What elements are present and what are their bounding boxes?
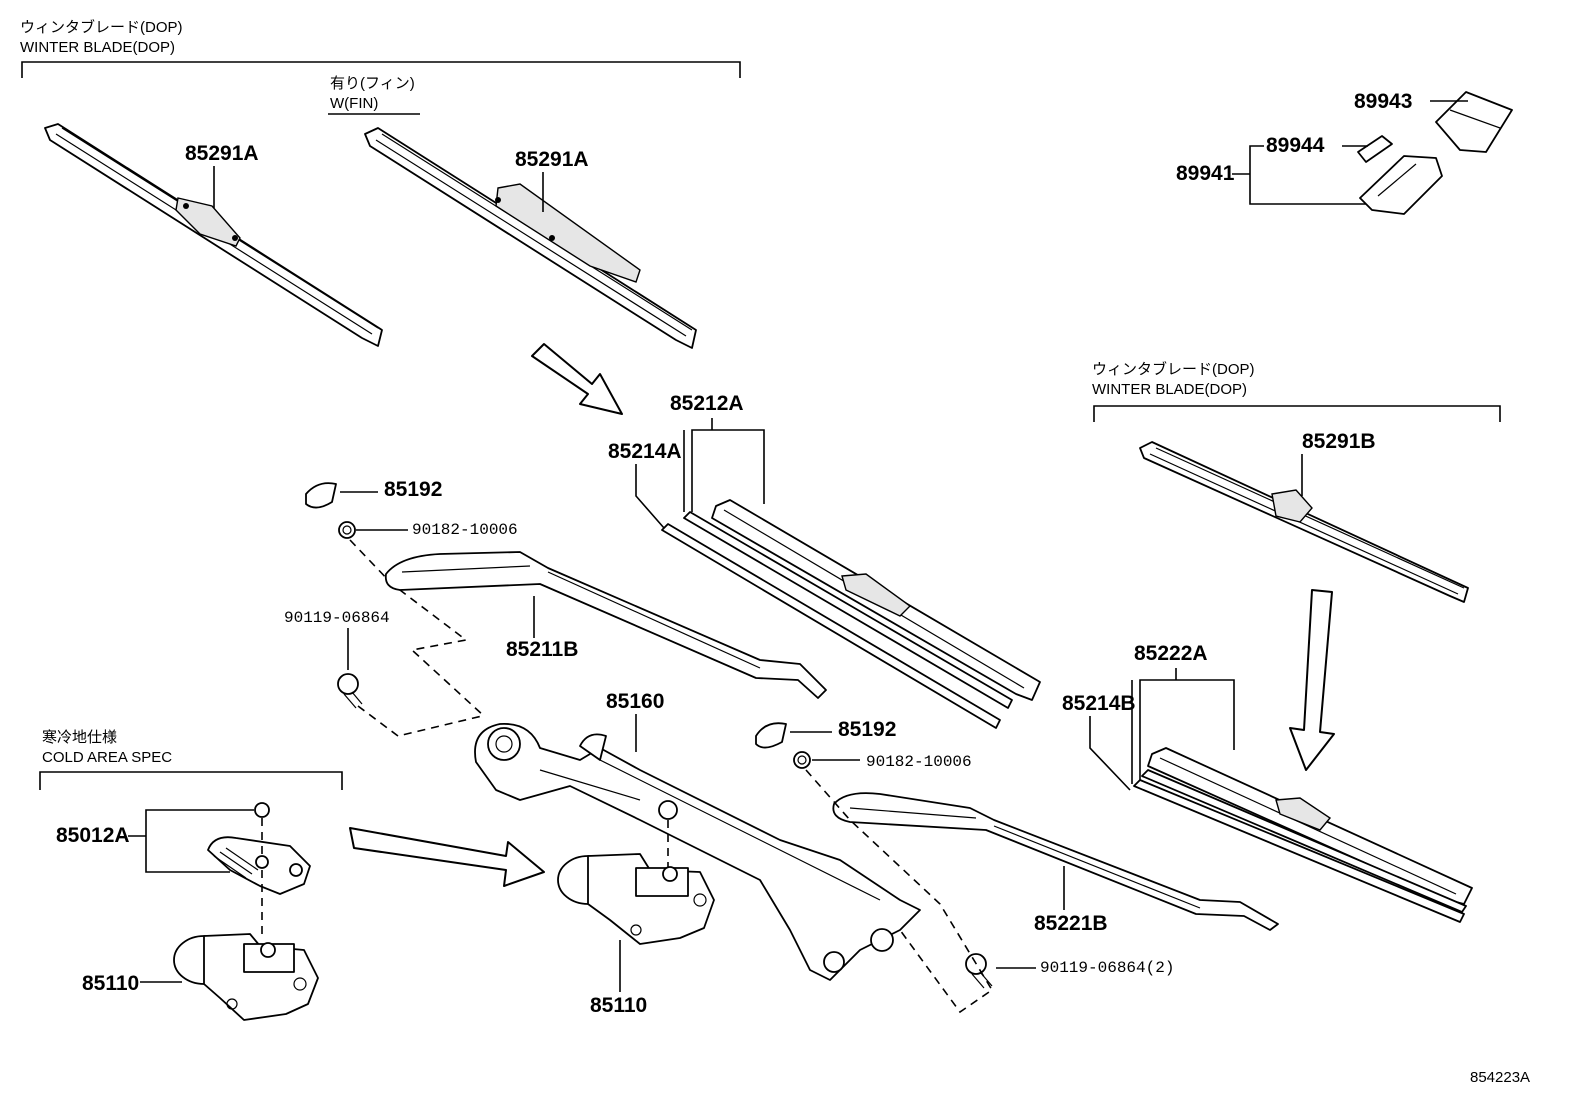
label-adapter-cover: 89943	[1354, 90, 1412, 113]
front-blade-left	[661, 499, 1041, 729]
label-motor-main: 85110	[590, 994, 647, 1017]
arrow-icon	[349, 827, 545, 887]
label-blade-front-right: 85222A	[1134, 642, 1208, 665]
bracket-adapter-set	[1249, 145, 1366, 205]
label-refill-right: 85214B	[1062, 692, 1136, 715]
label-link-assy: 85160	[606, 690, 664, 713]
dash-assembly-right-a	[805, 769, 994, 1014]
label-adapter-pad: 89944	[1266, 134, 1325, 157]
cap-left	[305, 482, 337, 509]
winter-blade-right-en: WINTER BLADE(DOP)	[1092, 381, 1247, 398]
with-fin-en: W(FIN)	[330, 95, 378, 112]
bracket-blade-front-left	[691, 429, 765, 512]
cold-area-jp: 寒冷地仕様	[42, 728, 117, 746]
label-arm-left: 85211B	[506, 638, 578, 661]
cold-area-bracket	[39, 771, 343, 790]
label-adapter-set: 89941	[1176, 162, 1235, 185]
arrow-icon	[1289, 589, 1335, 771]
label-nut-right: 90182-10006	[866, 753, 972, 771]
label-blade-winter-left: 85291A	[185, 142, 259, 165]
winter-blade-left	[44, 123, 383, 347]
winter-blade-right	[1139, 441, 1469, 603]
front-blade-right	[1133, 747, 1473, 923]
cold-bracket	[207, 836, 311, 895]
nut-left	[338, 521, 356, 539]
winter-blade-right-group: ウィンタブレード(DOP) WINTER BLADE(DOP)	[1092, 360, 1501, 422]
cold-area-group: 寒冷地仕様 COLD AREA SPEC	[39, 728, 343, 790]
with-fin-jp: 有り(フィン)	[330, 75, 415, 92]
label-arm-right: 85221B	[1034, 912, 1108, 935]
motor-cold	[173, 933, 319, 1021]
cold-nut	[254, 802, 270, 818]
wiper-arm-right	[832, 792, 1279, 931]
leader-refill-right-b	[1089, 716, 1131, 791]
label-cap-right: 85192	[838, 718, 896, 741]
label-cap-left: 85192	[384, 478, 442, 501]
link-assembly	[474, 723, 921, 981]
label-nut-left: 90182-10006	[412, 521, 518, 539]
winter-blade-left-bracket	[21, 61, 741, 78]
adapter-parts	[1357, 91, 1513, 215]
cold-area-en: COLD AREA SPEC	[42, 749, 172, 766]
label-blade-winter-right: 85291B	[1302, 430, 1376, 453]
label-blade-winter-fin: 85291A	[515, 148, 589, 171]
cap-right	[755, 722, 787, 749]
bracket-blade-front-right	[1139, 679, 1235, 780]
winter-blade-right-jp: ウィンタブレード(DOP)	[1092, 360, 1255, 378]
motor-main	[557, 853, 715, 945]
label-blade-front-left: 85212A	[670, 392, 744, 415]
label-refill-left: 85214A	[608, 440, 682, 463]
winter-blade-fin	[364, 127, 697, 349]
arrow-icon	[531, 343, 623, 415]
label-motor-cold: 85110	[82, 972, 139, 995]
label-bolt-left: 90119-06864	[284, 609, 390, 627]
label-cold-bracket: 85012A	[56, 824, 130, 847]
winter-blade-left-en: WINTER BLADE(DOP)	[20, 39, 175, 56]
dash-assembly-left-a	[349, 539, 485, 717]
dash-assembly-left-b	[357, 705, 483, 737]
winter-blade-left-group: ウィンタブレード(DOP) WINTER BLADE(DOP) 有り(フィン) …	[20, 18, 741, 115]
label-bolt-right: 90119-06864(2)	[1040, 959, 1174, 977]
leader-refill-left-b	[635, 464, 665, 529]
figure-id: 854223A	[1470, 1069, 1530, 1086]
bolt-left	[337, 673, 363, 709]
nut-right	[793, 751, 811, 769]
bracket-cold-bracket	[145, 809, 254, 873]
wiper-arm-left	[384, 551, 827, 699]
winter-blade-left-jp: ウィンタブレード(DOP)	[20, 18, 183, 36]
winter-blade-right-bracket	[1093, 405, 1501, 422]
